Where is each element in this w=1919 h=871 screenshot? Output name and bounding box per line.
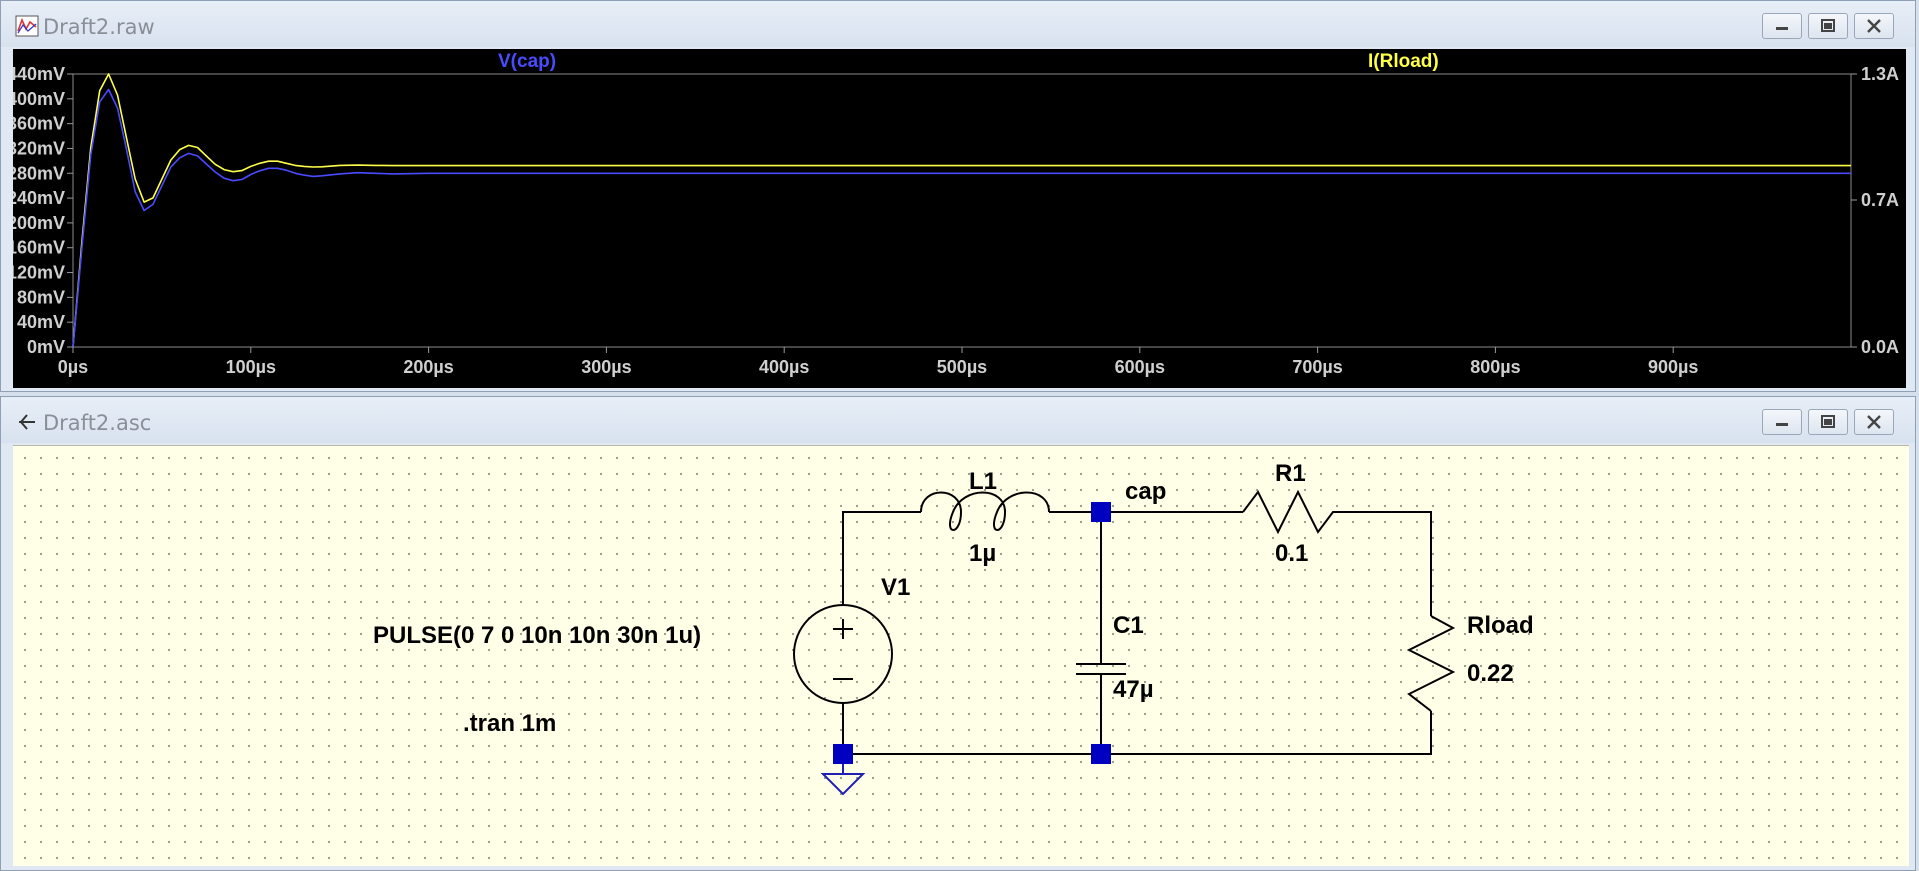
minimize-icon [1776,27,1788,30]
ground-icon[interactable] [820,764,866,796]
minimize-button[interactable] [1762,13,1802,39]
wire-r1-rload[interactable] [1343,511,1432,616]
close-icon [1867,19,1881,33]
x-tick-label: 0µs [58,357,88,377]
waveform-icon [15,15,39,37]
y-left-tick-label: 40mV [17,312,65,332]
v1-name-label[interactable]: V1 [881,574,911,601]
y-right-tick-label: 0.7A [1861,190,1899,210]
schematic-canvas[interactable]: L1 1µ cap R1 0.1 V1 C1 47µ Rload 0.22 PU… [13,445,1909,866]
maximize-button[interactable] [1808,13,1848,39]
waveform-window-title: Draft2.raw [43,15,155,39]
spice-directive-tran[interactable]: .tran 1m [463,710,557,737]
node-ground-junction-left[interactable] [833,744,853,764]
l1-name-label[interactable]: L1 [969,468,998,495]
schematic-titlebar[interactable]: Draft2.asc [1,397,1915,443]
x-tick-label: 200µs [403,357,453,377]
close-icon [1867,415,1881,429]
waveform-plot[interactable]: 0µs 100µs 200µs 300µs 400µs 500µs 600µs 700µs 80… [13,49,1906,388]
c1-name-label[interactable]: C1 [1113,612,1144,639]
y-left-tick-label: 360mV [13,114,65,134]
minimize-button[interactable] [1762,409,1802,435]
close-button[interactable] [1854,409,1894,435]
restore-icon [1821,19,1835,32]
trace-i-rload[interactable] [72,73,1851,348]
y-left-tick-label: 120mV [13,263,65,283]
close-button[interactable] [1854,13,1894,39]
node-ground-junction-mid[interactable] [1091,744,1111,764]
v1-source-spec[interactable]: PULSE(0 7 0 10n 10n 30n 1u) [373,622,702,649]
y-left-tick-label: 320mV [13,138,65,158]
waveform-chart-svg[interactable]: 0µs 100µs 200µs 300µs 400µs 500µs 600µs 700µs 80… [13,49,1906,388]
plot-frame [72,73,1852,348]
y-left-tick-label: 160mV [13,238,65,258]
y-left-tick-label: 440mV [13,64,65,84]
y-right-tick-label: 1.3A [1861,64,1899,84]
y-left-tick-label: 400mV [13,89,65,109]
circuit-drawing[interactable] [13,446,1909,866]
y-left-tick-label: 80mV [17,287,65,307]
l1-value-label[interactable]: 1µ [969,540,997,567]
x-tick-label: 800µs [1470,357,1520,377]
x-tick-label: 900µs [1648,357,1698,377]
resistor-rload[interactable] [1406,615,1456,712]
voltage-source-v1[interactable] [793,604,893,704]
y-left-tick-label: 240mV [13,188,65,208]
node-cap-junction[interactable] [1091,502,1111,522]
trace-label-irload[interactable]: I(Rload) [1368,51,1439,72]
rload-value-label[interactable]: 0.22 [1467,660,1514,687]
net-label-cap[interactable]: cap [1125,478,1167,505]
inductor-l1[interactable] [920,491,1050,531]
trace-label-vcap[interactable]: V(cap) [498,51,557,72]
waveform-window[interactable]: Draft2.raw 0µs 100µs 200µs 300µs 400µs 500µs 6… [0,0,1916,392]
y-left-tick-label: 0mV [27,337,65,357]
y-right-tick-label: 0.0A [1861,337,1899,357]
x-tick-label: 700µs [1292,357,1342,377]
x-tick-label: 400µs [759,357,809,377]
rload-name-label[interactable]: Rload [1467,612,1534,639]
minimize-icon [1776,423,1788,426]
resistor-r1[interactable] [1242,489,1343,535]
schematic-window[interactable]: Draft2.asc [0,396,1916,871]
wire-ground-rail[interactable] [843,711,1432,755]
c1-value-label[interactable]: 47µ [1113,676,1154,703]
y-left-tick-label: 200mV [13,213,65,233]
plus-icon [833,619,853,639]
schematic-icon [19,414,35,430]
schematic-window-title: Draft2.asc [43,411,152,435]
maximize-button[interactable] [1808,409,1848,435]
x-tick-label: 300µs [581,357,631,377]
x-tick-label: 500µs [937,357,987,377]
x-tick-label: 100µs [226,357,276,377]
x-tick-label: 600µs [1115,357,1165,377]
restore-icon [1821,415,1835,428]
trace-v-cap[interactable] [72,88,1851,348]
y-left-tick-label: 280mV [13,163,65,183]
r1-name-label[interactable]: R1 [1275,460,1306,487]
r1-value-label[interactable]: 0.1 [1275,540,1309,567]
waveform-titlebar[interactable]: Draft2.raw [1,1,1915,47]
wire-v1-top[interactable] [842,511,921,606]
